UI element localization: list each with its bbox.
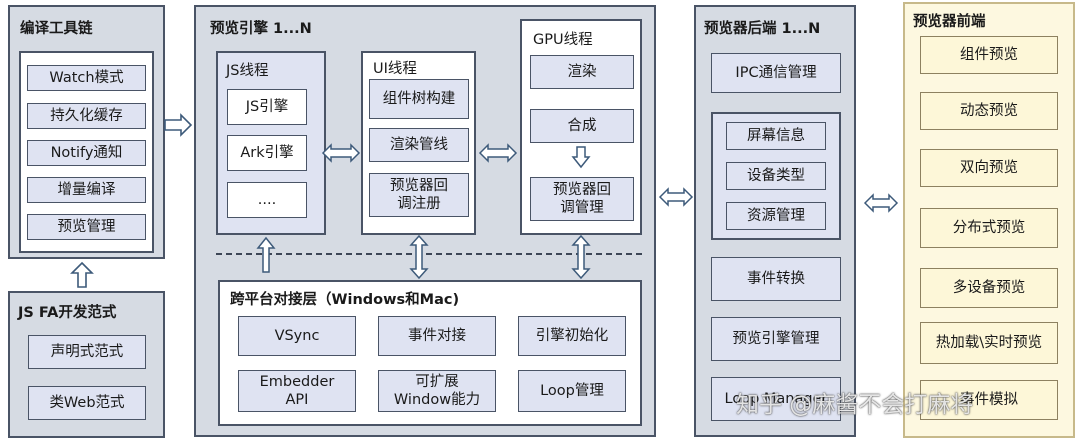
embedder-api-box: Embedder API: [238, 370, 356, 412]
toolchain-item-notify: Notify通知: [27, 140, 146, 166]
gpu-thread-title: GPU线程: [533, 32, 593, 48]
vertical-double-arrow-icon: [409, 234, 429, 280]
double-arrow-icon: [321, 143, 361, 163]
render-pipeline-box: 渲染管线: [369, 128, 469, 162]
vsync-box: VSync: [238, 316, 356, 356]
toolchain-item-incremental: 增量编译: [27, 177, 146, 203]
js-engine-box: JS引擎: [227, 89, 307, 125]
double-arrow-icon: [658, 187, 694, 207]
toolchain-title: 编译工具链: [20, 21, 93, 37]
frontend-item-bidirectional: 双向预览: [920, 149, 1058, 187]
frontend-item-multi-device: 多设备预览: [920, 268, 1058, 308]
gpu-thread-panel: GPU线程 渲染 合成 预览器回调管理: [520, 19, 642, 235]
double-arrow-icon: [863, 193, 899, 213]
device-type-box: 设备类型: [726, 162, 826, 190]
frontend-title: 预览器前端: [913, 14, 986, 30]
frontend-item-distributed: 分布式预览: [920, 208, 1058, 248]
ui-thread-title: UI线程: [373, 61, 417, 77]
toolchain-item-cache: 持久化缓存: [27, 103, 146, 129]
loop-manage-box: Loop管理: [518, 370, 626, 412]
toolchain-panel: 编译工具链 Watch模式 持久化缓存 Notify通知 增量编译 预览管理: [8, 5, 165, 259]
ark-engine-box: Ark引擎: [227, 135, 307, 171]
right-arrow-icon: [164, 113, 193, 137]
callback-register-box: 预览器回调注册: [369, 173, 469, 217]
watermark: 知乎 @麻酱不会打麻将: [736, 392, 974, 418]
platform-layer-title: 跨平台对接层（Windows和Mac): [230, 292, 460, 308]
frontend-item-event-sim: 事件模拟: [920, 380, 1058, 420]
composite-box: 合成: [530, 109, 634, 143]
event-convert-box: 事件转换: [711, 257, 841, 301]
down-arrow-icon: [571, 146, 591, 169]
up-arrow-icon: [70, 261, 94, 288]
backend-panel: 预览器后端 1...N IPC通信管理 屏幕信息 设备类型 资源管理 事件转换 …: [694, 5, 856, 437]
js-fa-title: JS FA开发范式: [18, 305, 117, 321]
screen-info-box: 屏幕信息: [726, 122, 826, 150]
engine-title: 预览引擎 1...N: [210, 21, 312, 37]
event-docking-box: 事件对接: [378, 316, 496, 356]
component-tree-box: 组件树构建: [369, 79, 469, 119]
frontend-item-hot-reload: 热加载\实时预览: [920, 322, 1058, 364]
callback-manager-box: 预览器回调管理: [530, 177, 634, 221]
toolchain-item-preview-mgmt: 预览管理: [27, 214, 146, 240]
ipc-box: IPC通信管理: [711, 53, 841, 93]
frontend-item-dynamic: 动态预览: [920, 92, 1058, 130]
js-thread-panel: JS线程 JS引擎 Ark引擎 ....: [216, 51, 326, 235]
ellipsis-box: ....: [227, 182, 307, 218]
render-box: 渲染: [530, 55, 634, 89]
loop-manager-box: Loop Manager: [711, 377, 841, 421]
backend-title: 预览器后端 1...N: [704, 21, 821, 37]
js-thread-title: JS线程: [226, 63, 269, 79]
up-arrow-icon: [256, 236, 276, 273]
dashed-divider: [216, 253, 642, 255]
engine-init-box: 引擎初始化: [518, 316, 626, 356]
platform-layer-panel: 跨平台对接层（Windows和Mac) VSync 事件对接 引擎初始化 Emb…: [218, 280, 642, 426]
engine-panel: 预览引擎 1...N JS线程 JS引擎 Ark引擎 .... UI线程 组件树…: [194, 5, 656, 437]
double-arrow-icon: [478, 143, 518, 163]
js-fa-item-web-like: 类Web范式: [28, 386, 146, 420]
ui-thread-panel: UI线程 组件树构建 渲染管线 预览器回调注册: [361, 51, 476, 235]
window-ability-box: 可扩展Window能力: [378, 370, 496, 412]
toolchain-item-watch: Watch模式: [27, 65, 146, 91]
js-fa-item-declarative: 声明式范式: [28, 335, 146, 369]
js-fa-panel: JS FA开发范式 声明式范式 类Web范式: [8, 291, 165, 438]
device-info-group: 屏幕信息 设备类型 资源管理: [711, 112, 841, 240]
engine-manage-box: 预览引擎管理: [711, 317, 841, 361]
frontend-item-component: 组件预览: [920, 36, 1058, 74]
resource-manage-box: 资源管理: [726, 202, 826, 230]
toolchain-inner: Watch模式 持久化缓存 Notify通知 增量编译 预览管理: [19, 51, 154, 253]
vertical-double-arrow-icon: [571, 234, 591, 280]
frontend-panel: 预览器前端 组件预览 动态预览 双向预览 分布式预览 多设备预览 热加载\实时预…: [903, 2, 1075, 438]
